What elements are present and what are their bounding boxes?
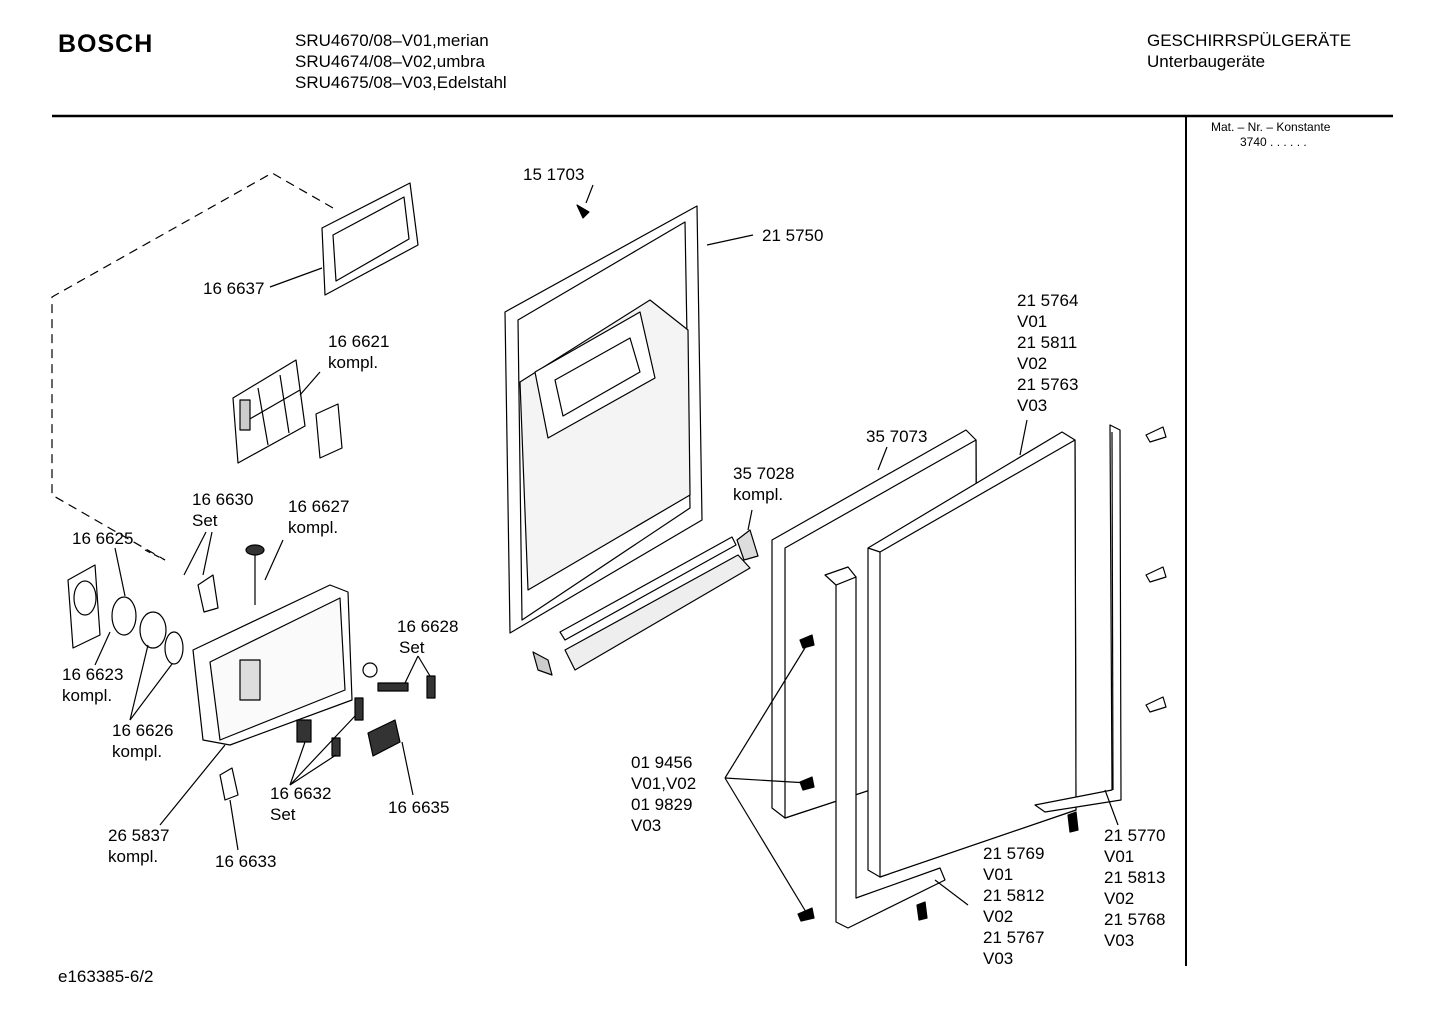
part-166625-cover [67, 564, 101, 649]
part-166628-parts [362, 662, 436, 699]
document-id: e163385-6/2 [58, 967, 154, 986]
label-215750: 21 5750 [762, 226, 824, 245]
category-title: GESCHIRRSPÜLGERÄTE [1147, 31, 1352, 50]
category-block: GESCHIRRSPÜLGERÄTE Unterbaugeräte [1147, 30, 1351, 72]
label-151703: 15 1703 [523, 165, 585, 184]
model-line: SRU4670/08–V01,merian [295, 31, 489, 50]
part-151703-screw [576, 204, 590, 219]
material-label: Mat. – Nr. – Konstante [1211, 120, 1331, 134]
label-166633: 16 6633 [215, 852, 277, 871]
part-166621-grille [232, 359, 306, 464]
part-215764-decor-panel [867, 431, 1077, 878]
leader-lines [94, 184, 1119, 913]
part-166630-lever [197, 574, 219, 613]
assembly-outline [51, 172, 334, 561]
part-166632-springs [296, 697, 364, 757]
part-166621-filter [315, 403, 343, 459]
label-357073: 35 7073 [866, 427, 928, 446]
material-box: Mat. – Nr. – Konstante 3740 . . . . . . [1211, 120, 1330, 150]
part-265837-housing [192, 584, 353, 746]
part-166626-nozzle [139, 611, 184, 665]
part-166633-clip [219, 767, 239, 801]
part-166623-ring [111, 596, 137, 636]
part-215750-inner-door [504, 205, 703, 634]
part-357028-rail [532, 529, 759, 676]
screw-icons [797, 426, 1167, 922]
label-166635: 16 6635 [388, 798, 450, 817]
part-215769-side-profile [824, 566, 946, 929]
part-166637-frame [321, 182, 419, 296]
part-166635-sensor [367, 719, 401, 757]
model-list: SRU4670/08–V01,merian SRU4674/08–V02,umb… [295, 30, 507, 93]
model-line: SRU4675/08–V03,Edelstahl [295, 73, 507, 92]
label-166637: 16 6637 [203, 279, 265, 298]
part-166627-valve [245, 544, 265, 605]
material-value: 3740 . . . . . . [1240, 135, 1307, 149]
category-subtitle: Unterbaugeräte [1147, 52, 1266, 71]
part-215770-right-profile [1034, 424, 1122, 813]
model-line: SRU4674/08–V02,umbra [295, 52, 485, 71]
brand-logo: BOSCH [58, 30, 154, 58]
label-166625: 16 6625 [72, 529, 134, 548]
